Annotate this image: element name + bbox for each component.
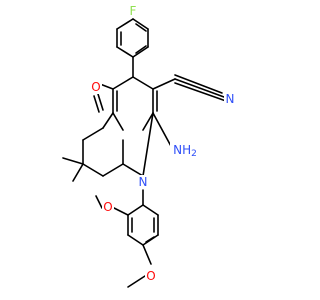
bond-methoxy-ortho-methyl (95, 195, 103, 209)
bond-ketone-link (99, 83, 114, 90)
nitrile-nitrogen-label: N (226, 92, 235, 106)
bond-dimethoxyphenyl (142, 204, 159, 216)
bond-nitrile (174, 74, 223, 94)
atom-label-layer: F N NH2 O N O O (90, 4, 236, 283)
ring-nitrogen-atom: N (136, 175, 150, 189)
bond-ring-n (142, 112, 154, 177)
fluorine-label: F (130, 4, 137, 18)
bond-ketone-double (97, 93, 104, 111)
bond-methoxy-ortho (113, 207, 129, 216)
methoxy-oxygen-ortho-label: O (103, 200, 112, 214)
amine-group: NH2 (170, 140, 197, 160)
bond-layer (62, 18, 227, 288)
ring-nitrogen-label: N (139, 175, 148, 189)
bond-fluorophenyl (116, 18, 134, 30)
bond-ring (142, 112, 154, 131)
bond-nitrile (174, 82, 227, 102)
amine-label: NH2 (173, 143, 197, 159)
bond-fluorophenyl-inner (135, 23, 147, 32)
bond-fluorophenyl (132, 18, 149, 30)
bond-fluorophenyl (132, 46, 149, 58)
bond-cyclohexenone (102, 112, 114, 129)
bond-methyl (72, 163, 84, 182)
bond-fluorophenyl (116, 46, 134, 58)
fluorine-atom: F (127, 4, 139, 18)
molecule-structure-diagram: F N NH2 O N O O (62, 4, 236, 288)
bond-methoxy-para-methyl (127, 275, 146, 288)
bond-ring (112, 112, 124, 131)
bond-amine (152, 112, 173, 149)
bond-dimethoxyphenyl (127, 204, 144, 216)
bond-ring (112, 76, 134, 90)
bond-nitrile (174, 78, 225, 98)
bond-cyclohexenone (82, 127, 104, 141)
bond-ring (132, 76, 154, 90)
bond-cyclohexenone (82, 163, 104, 177)
bond-ring-n (122, 163, 144, 177)
bond-dimethoxyphenyl (127, 234, 144, 246)
methoxy-oxygen-para-label: O (146, 269, 155, 283)
methoxy-oxygen-para-atom: O (145, 269, 157, 283)
bond-methyl (62, 157, 84, 165)
bond-nitrile-link (152, 78, 176, 90)
ketone-oxygen-label: O (91, 80, 100, 94)
bond-dimethoxyphenyl-inner (145, 236, 155, 243)
ketone-oxygen-atom: O (90, 80, 102, 94)
bond-fluorophenyl-inner (135, 45, 147, 54)
bond-ketone-double (93, 95, 100, 113)
methoxy-oxygen-ortho-atom: O (102, 200, 114, 214)
bond-cyclohexenone (102, 163, 124, 177)
nitrile-nitrogen-atom: N (224, 92, 236, 106)
bond-methoxy-para (142, 244, 152, 265)
